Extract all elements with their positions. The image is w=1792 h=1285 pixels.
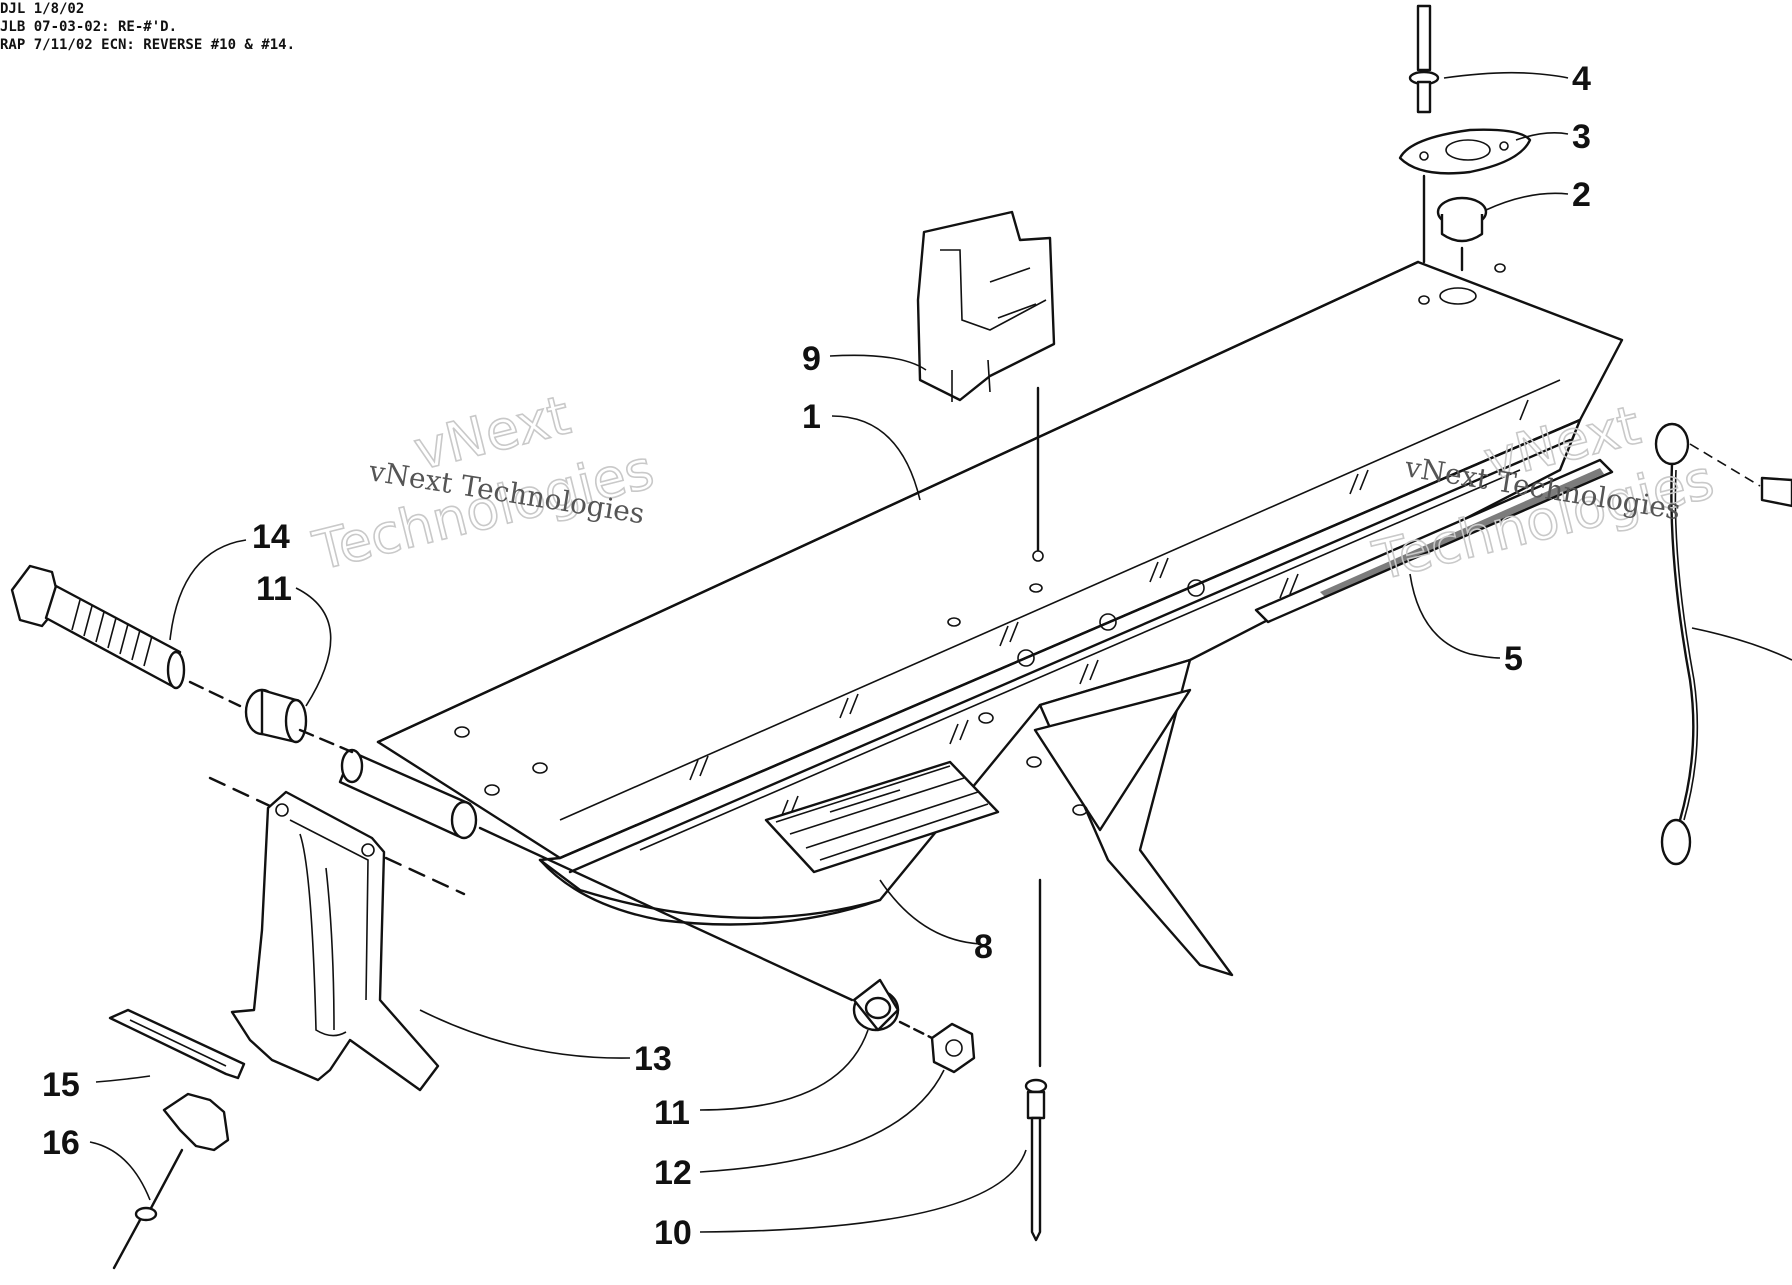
decal-strip: [1254, 458, 1614, 624]
callout-11-lower: 11: [654, 1094, 690, 1132]
bushing-part-11-upper: [244, 688, 308, 744]
strip-part-15: [108, 1008, 246, 1080]
clip-part-9: [916, 210, 1056, 562]
callout-3: 3: [1572, 118, 1591, 156]
revision-notes: DJL 1/8/02 JLB 07-03-02: RE-#'D. RAP 7/1…: [0, 0, 295, 54]
callout-14: 14: [252, 518, 290, 556]
bushing-part-11-lower: [852, 978, 900, 1032]
callout-2: 2: [1572, 176, 1591, 214]
sleeve-tube: [298, 728, 854, 1002]
callout-10: 10: [654, 1214, 692, 1252]
callout-15: 15: [42, 1066, 80, 1104]
warning-label: [764, 760, 1000, 874]
nut-part-12: [898, 1020, 976, 1074]
callout-8: 8: [974, 928, 993, 966]
callout-11-upper: 11: [256, 570, 292, 608]
callout-5: 5: [1504, 640, 1523, 678]
revision-note-1: DJL 1/8/02: [0, 1, 85, 17]
callout-12: 12: [654, 1154, 692, 1192]
tray-body: [376, 260, 1624, 977]
push-clip-part-16: [112, 1092, 230, 1270]
cable-assembly: [1654, 422, 1792, 866]
rivet-part-10: [1024, 878, 1048, 1242]
leader-lines: [89, 71, 1792, 1233]
callout-9: 9: [802, 340, 821, 378]
callout-1: 1: [802, 398, 821, 436]
callout-16: 16: [42, 1124, 80, 1162]
revision-note-2: JLB 07-03-02: RE-#'D.: [0, 19, 178, 35]
callout-numbers: 4 3 2 9 1 5 8 14 11 13 15 16 11 12 10: [42, 60, 1591, 1252]
bolt-part-14: [10, 564, 242, 708]
callout-13: 13: [634, 1040, 672, 1078]
callout-4: 4: [1572, 60, 1591, 98]
bracket-part-13: [208, 776, 466, 1092]
rib-hash-marks: [689, 399, 1529, 821]
revision-note-3: RAP 7/11/02 ECN: REVERSE #10 & #14.: [0, 37, 296, 53]
top-hardware-stack: [1398, 4, 1532, 272]
